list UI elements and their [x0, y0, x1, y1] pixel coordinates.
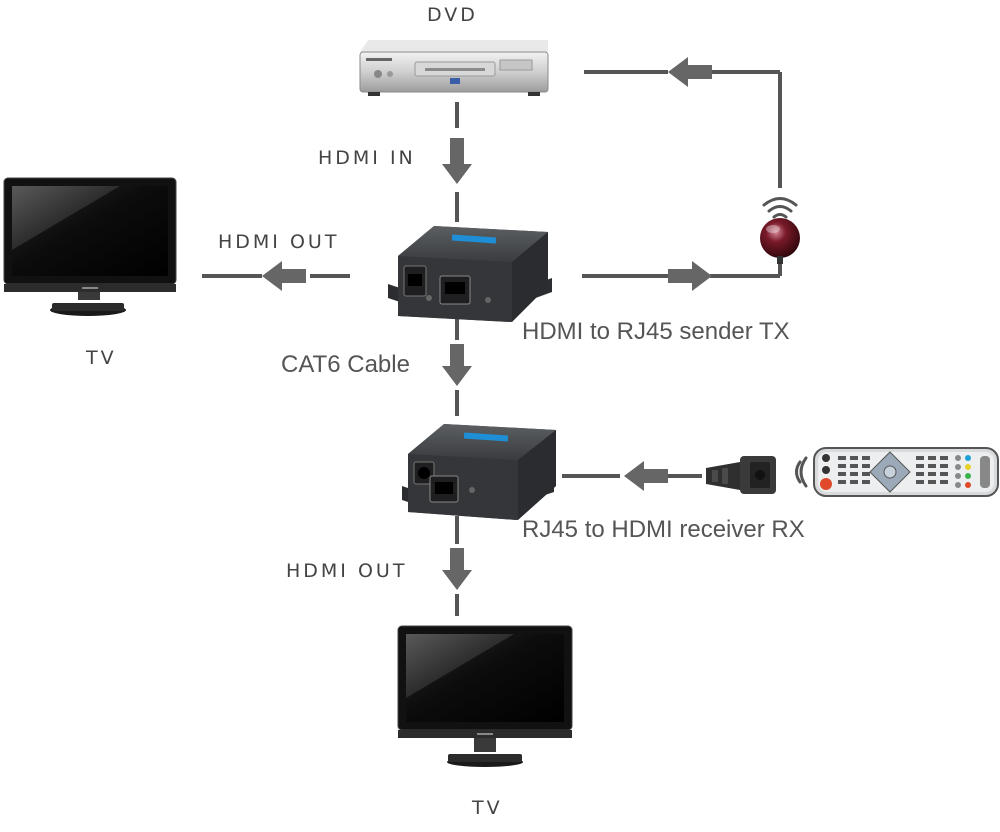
label-sender-tx: HDMI to RJ45 sender TX	[522, 318, 790, 345]
arrow-right-to-sensor	[668, 261, 712, 291]
arrows	[262, 57, 712, 590]
arrow-left-to-dvd	[668, 57, 712, 87]
label-hdmi-in: HDMI IN	[318, 147, 416, 169]
remote-control-icon	[813, 447, 999, 497]
arrow-down-hdmi-in	[442, 138, 472, 184]
ir-emitter-icon	[706, 456, 776, 494]
label-tv-bottom: TV	[472, 797, 503, 819]
ir-sensor-icon	[760, 218, 800, 264]
arrow-left-to-rx	[624, 461, 668, 491]
connection-lines	[202, 70, 782, 616]
wifi-signal-icon-rx	[795, 456, 808, 488]
hdmi-extender-icon	[388, 226, 552, 322]
label-hdmi-out-left: HDMI OUT	[218, 231, 340, 253]
label-cat6-cable: CAT6 Cable	[281, 351, 410, 378]
arrow-down-hdmi-out	[442, 548, 472, 590]
label-receiver-rx: RJ45 to HDMI receiver RX	[522, 516, 805, 543]
arrow-down-cat6	[442, 344, 472, 386]
hdmi-extender-icon-rx	[402, 424, 556, 520]
label-tv-left: TV	[86, 347, 117, 369]
dvd-player-icon	[359, 40, 549, 96]
wifi-signal-icon	[762, 197, 798, 219]
tv-icon-bottom	[397, 625, 573, 767]
tv-icon	[3, 177, 177, 316]
label-dvd: DVD	[427, 4, 478, 26]
label-hdmi-out-bottom: HDMI OUT	[286, 560, 408, 582]
arrow-left-hdmi-out	[262, 261, 306, 291]
